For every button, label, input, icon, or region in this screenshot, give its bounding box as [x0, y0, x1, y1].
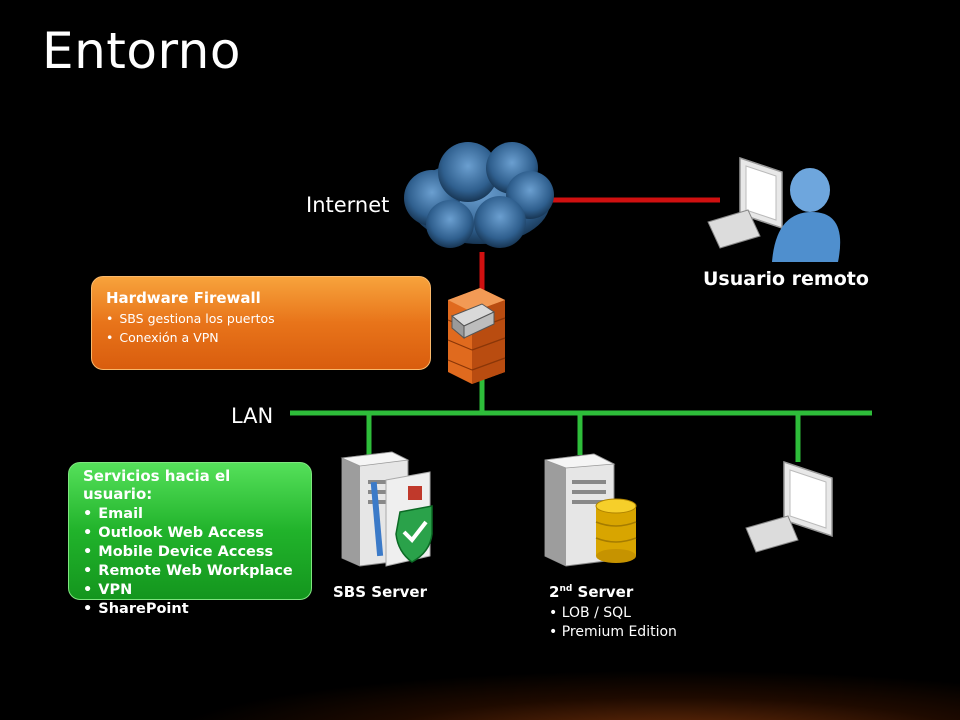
sbs-server-label: SBS Server [333, 583, 427, 601]
service-bullet: VPN [95, 582, 297, 598]
firewall-callout-heading: Hardware Firewall [106, 289, 261, 307]
second-server-label-suffix: Server [572, 583, 634, 601]
internet-label: Internet [306, 193, 390, 217]
firewall-bullet: SBS gestiona los puertos [118, 311, 416, 326]
second-server-bullet: • Premium Edition [549, 624, 677, 640]
second-server-label: 2nd Server [549, 583, 633, 601]
services-callout-list: Email Outlook Web Access Mobile Device A… [83, 506, 297, 617]
internet-cloud-icon [404, 142, 554, 248]
service-bullet: Mobile Device Access [95, 544, 297, 560]
services-callout: Servicios hacia el usuario: Email Outloo… [68, 462, 312, 617]
service-bullet: SharePoint [95, 601, 297, 617]
remote-user-icon [707, 156, 841, 262]
second-server-icon [544, 453, 637, 567]
firewall-bullet: Conexión a VPN [118, 330, 416, 345]
slide-title: Entorno [42, 22, 241, 80]
second-server-bullet: • LOB / SQL [549, 605, 631, 621]
second-server-label-number: 2 [549, 583, 560, 601]
firewall-callout: Hardware Firewall SBS gestiona los puert… [91, 276, 431, 370]
lan-label: LAN [231, 404, 274, 428]
firewall-callout-list: SBS gestiona los puertos Conexión a VPN [106, 311, 416, 345]
workstation-icon [745, 460, 833, 553]
services-callout-heading: Servicios hacia el usuario: [83, 467, 231, 503]
service-bullet: Remote Web Workplace [95, 563, 297, 579]
second-server-bullet-text: Premium Edition [561, 624, 677, 640]
service-bullet: Email [95, 506, 297, 522]
background-glow [0, 630, 960, 720]
second-server-bullets: • LOB / SQL • Premium Edition [549, 605, 677, 643]
second-server-label-ordinal: nd [559, 584, 573, 594]
sbs-server-icon [340, 451, 433, 567]
service-bullet: Outlook Web Access [95, 525, 297, 541]
firewall-icon [447, 288, 506, 384]
second-server-bullet-text: LOB / SQL [561, 605, 631, 621]
remote-user-label: Usuario remoto [703, 268, 869, 290]
